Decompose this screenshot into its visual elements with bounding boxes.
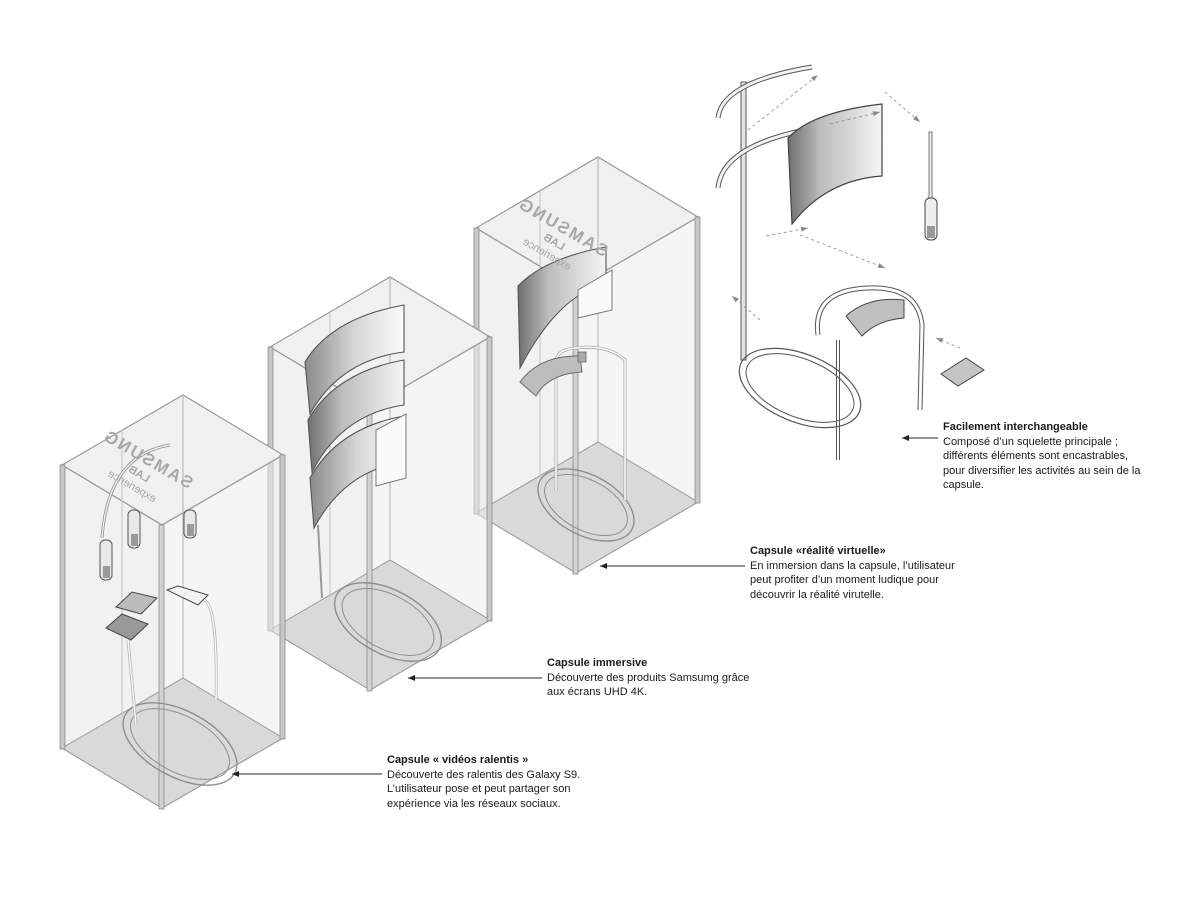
label-line: En immersion dans la capsule, l’utilisat… bbox=[750, 559, 955, 572]
label-line: Composé d’un squelette principale ; bbox=[943, 435, 1118, 448]
label-line: aux écrans UHD 4K. bbox=[547, 686, 648, 698]
label-slowmo: Capsule « vidéos ralentis » Découverte d… bbox=[387, 753, 647, 811]
capsule-immersive bbox=[267, 276, 493, 692]
label-line: L’utilisateur pose et peut partager son bbox=[387, 783, 571, 795]
label-line: différents éléments sont encastrables, bbox=[943, 450, 1129, 462]
label-line: peut profiter d’un moment ludique pour bbox=[750, 574, 939, 586]
label-vr: Capsule «réalité virtuelle» En immersion… bbox=[750, 544, 990, 602]
label-title: Capsule «réalité virtuelle» bbox=[750, 545, 886, 557]
capsule-slowmo: SAMSUNG LAB experience bbox=[59, 394, 286, 810]
label-title: Capsule immersive bbox=[547, 657, 648, 669]
label-line: Découverte des ralentis des Galaxy S9. bbox=[387, 768, 581, 781]
label-immersive: Capsule immersive Découverte des produit… bbox=[547, 656, 787, 700]
label-interchangeable: Facilement interchangeable Composé d’un … bbox=[943, 420, 1183, 493]
capsule-vr: SAMSUNG LAB experience bbox=[473, 156, 701, 575]
label-line: découvrir la réalité virutelle. bbox=[750, 588, 884, 601]
label-title: Facilement interchangeable bbox=[943, 421, 1088, 433]
label-line: expérience via les réseaux sociaux. bbox=[387, 797, 561, 810]
label-line: Découverte des produits Samsumg grâce bbox=[547, 671, 750, 684]
exploded-components bbox=[715, 64, 985, 460]
label-line: pour diversifier les activités au sein d… bbox=[943, 464, 1141, 477]
label-title: Capsule « vidéos ralentis » bbox=[387, 754, 529, 766]
label-line: capsule. bbox=[943, 479, 984, 491]
